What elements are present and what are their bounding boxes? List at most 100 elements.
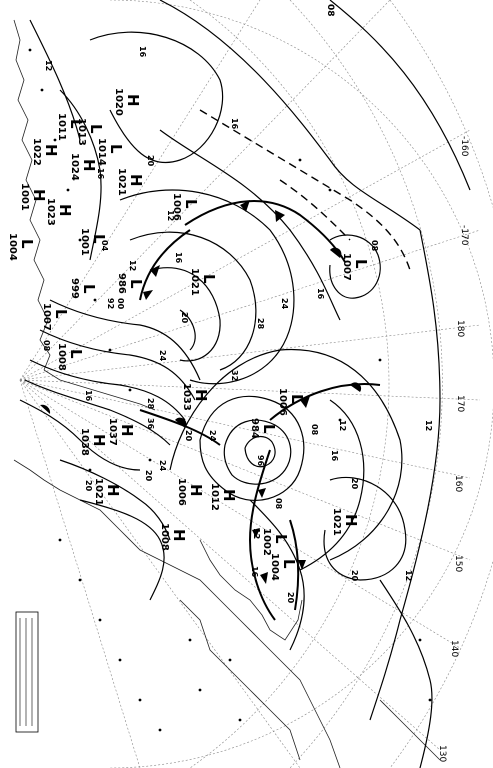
latitude-circle-3 [289, 0, 443, 768]
center-value: 1023 [45, 198, 56, 226]
isobar-label: 24 [208, 430, 217, 442]
isobar-label: 16 [330, 450, 339, 462]
cold-front-triangle [298, 560, 306, 570]
meridian-160w [19, 129, 471, 381]
center-type: L [127, 279, 145, 289]
isobar-label: 20 [144, 470, 153, 482]
legend-block [15, 611, 39, 733]
center-type: H [124, 94, 142, 107]
station-dot [428, 698, 432, 702]
pressure-center: H 1021 [93, 478, 122, 506]
pressure-center: H 1037 [107, 418, 136, 446]
station-dot [188, 638, 192, 642]
isobar-labels: 16 16 12 20 12 16 20 24 28 32 24 20 16 1… [42, 46, 433, 604]
station-dot [118, 658, 122, 662]
coast-aleutians [43, 369, 156, 411]
warm-front [184, 200, 346, 263]
center-value: 1006 [176, 478, 187, 506]
longitude-labels: -160 -170 180 170 160 150 140 130 08 [325, 4, 469, 762]
isobar [159, 0, 421, 231]
isobar-label: 28 [256, 318, 265, 330]
center-type: H [192, 389, 210, 402]
station-dot [138, 698, 142, 702]
station-dot [66, 188, 70, 192]
station-dot [108, 348, 112, 352]
isobar-label: 20 [180, 312, 189, 324]
center-value: 1021 [189, 268, 200, 296]
center-type: H [187, 484, 205, 497]
isobar-label: 12 [404, 570, 413, 581]
isobar [323, 476, 407, 581]
station-dot [148, 458, 152, 462]
pressure-center: L 1013 [76, 118, 105, 146]
center-type: H [56, 204, 74, 217]
coast-kuriles [199, 539, 303, 641]
center-value: 1004 [269, 553, 280, 581]
meridian-140e [19, 379, 461, 649]
isobar [39, 329, 196, 401]
station-dot [378, 358, 382, 362]
isobar [129, 231, 257, 371]
isobars [19, 0, 471, 768]
station-dot [228, 658, 232, 662]
pressure-centers: H 1020 L 1011 L 1013 L 1014 H 1022 H 102… [7, 88, 370, 581]
isobar-label: 08 [370, 240, 379, 252]
isobar-label: 96 [256, 455, 265, 467]
meridian-170w [19, 229, 481, 381]
isobar-label: 24 [158, 460, 167, 472]
isobar [299, 399, 365, 571]
legend-box [15, 611, 39, 733]
center-type: H [220, 489, 238, 502]
isobar [199, 395, 305, 501]
pressure-center: H 1001 [19, 183, 48, 211]
cold-front-triangle [252, 528, 260, 538]
isobar-label: 12 [128, 260, 137, 271]
isobar [249, 499, 305, 651]
warm-front-semicircle [330, 247, 342, 258]
isobar [329, 0, 471, 191]
cold-front-triangle [150, 265, 160, 277]
pressure-center: H 1008 [159, 523, 188, 551]
station-plots [28, 48, 432, 732]
longitude-label: 160 [453, 475, 463, 492]
pressure-center: L 1007 [41, 303, 70, 331]
station-dot [78, 578, 82, 582]
center-value: 1012 [209, 483, 220, 511]
cold-front-triangle [258, 488, 266, 498]
isobar-label: 04 [100, 240, 109, 252]
meridian-170e [19, 379, 481, 401]
center-type: L [80, 284, 98, 294]
pressure-center: L 1004 [269, 553, 298, 581]
longitude-label: -160 [459, 136, 469, 157]
isobar-label: 24 [158, 350, 167, 362]
pressure-center: H 1022 [31, 138, 60, 166]
coast-japan [179, 599, 301, 761]
station-dot [328, 188, 332, 192]
pressure-center: L 999 [69, 278, 98, 299]
isobar-label: 12 [252, 528, 261, 539]
coast-alaska [13, 19, 51, 371]
center-value: 1001 [19, 183, 30, 211]
pressure-center: L 1008 [56, 343, 85, 371]
center-value: 1006 [171, 193, 182, 221]
center-value: 1022 [31, 138, 42, 166]
center-type: H [42, 144, 60, 157]
center-value: 1038 [79, 428, 90, 456]
center-type: H [127, 174, 145, 187]
pressure-center: L 984 [249, 418, 278, 439]
center-value: 1001 [79, 228, 90, 256]
warm-front-semicircle [350, 382, 362, 392]
cold-front-triangle [143, 290, 153, 300]
center-value: 986 [116, 273, 127, 294]
station-dot [58, 538, 62, 542]
center-type: L [200, 274, 218, 284]
center-value: 1006 [277, 388, 288, 416]
cold-front-triangle [240, 200, 250, 212]
cold-front-triangle [260, 572, 268, 584]
isobar [169, 348, 403, 561]
fronts [139, 200, 381, 621]
cold-front-triangle [275, 210, 285, 222]
pressure-center: L 1011 [56, 113, 85, 141]
isobar [244, 435, 276, 468]
coast-south [379, 699, 441, 761]
